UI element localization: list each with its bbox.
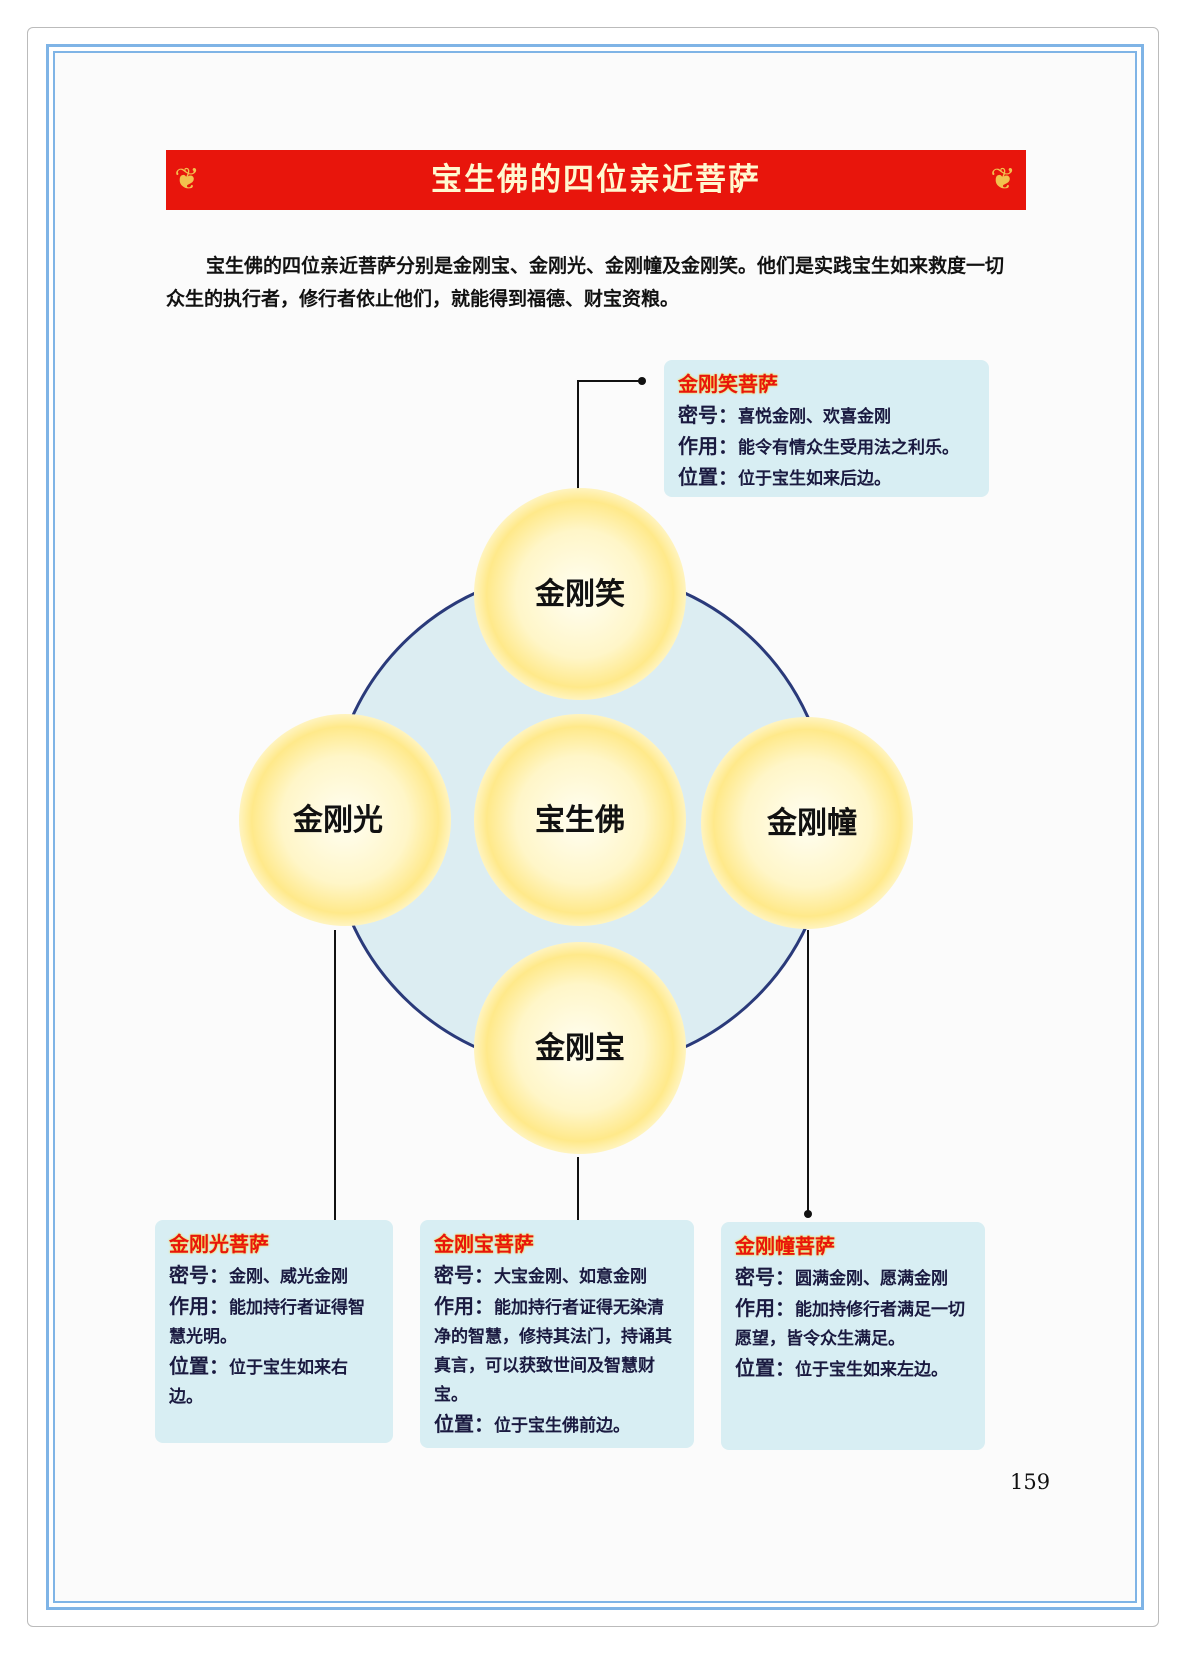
cloud-ornament-icon: ❦ [174,162,202,197]
info-box-xiao: 金刚笑菩萨 密号：喜悦金刚、欢喜金刚 作用：能令有情众生受用法之利乐。 位置：位… [664,360,989,497]
cloud-ornament-icon: ❦ [990,162,1018,197]
function: 能加持修行者满足一切愿望，皆令众生满足。 [735,1300,965,1349]
orb-label-left: 金刚光 [292,803,383,838]
position: 位于宝生佛前边。 [494,1416,630,1436]
label: 位置： [169,1354,229,1378]
label: 位置： [434,1412,494,1436]
function: 能加持行者证得智慧光明。 [169,1298,365,1347]
page-number: 159 [1010,1470,1051,1494]
position: 位于宝生如来左边。 [795,1360,948,1380]
label: 位置： [678,465,738,489]
title-banner: ❦ 宝生佛的四位亲近菩萨 ❦ [166,150,1026,210]
function: 能令有情众生受用法之利乐。 [738,438,959,458]
function: 能加持行者证得无染清净的智慧，修持其法门，持诵其真言，可以获致世间及智慧财宝。 [434,1298,672,1405]
label: 作用： [169,1294,229,1318]
mantra: 金刚、威光金刚 [229,1267,348,1287]
info-box-guang: 金刚光菩萨 密号：金刚、威光金刚 作用：能加持行者证得智慧光明。 位置：位于宝生… [155,1220,393,1443]
box-title: 金刚光菩萨 [169,1232,269,1256]
label: 作用： [678,434,738,458]
info-box-bao: 金刚宝菩萨 密号：大宝金刚、如意金刚 作用：能加持行者证得无染清净的智慧，修持其… [420,1220,694,1448]
page-outer-border [27,27,1159,1627]
position: 位于宝生如来右边。 [169,1358,348,1407]
label: 密号： [678,403,738,427]
orb-top: 金刚笑 [474,488,686,700]
box-title: 金刚笑菩萨 [678,372,778,396]
label: 作用： [434,1294,494,1318]
label: 密号： [169,1263,229,1287]
orb-label-right: 金刚幢 [766,806,857,841]
mantra: 大宝金刚、如意金刚 [494,1267,647,1287]
intro-paragraph: 宝生佛的四位亲近菩萨分别是金刚宝、金刚光、金刚幢及金刚笑。他们是实践宝生如来救度… [166,255,1005,310]
orb-bottom: 金刚宝 [474,942,686,1154]
info-box-chuang: 金刚幢菩萨 密号：圆满金刚、愿满金刚 作用：能加持修行者满足一切愿望，皆令众生满… [721,1222,985,1450]
label: 位置： [735,1356,795,1380]
position: 位于宝生如来后边。 [738,469,891,489]
label: 密号： [735,1265,795,1289]
orb-label-center: 宝生佛 [535,803,625,838]
orb-center: 宝生佛 [474,714,686,926]
orb-label-top: 金刚笑 [534,577,625,612]
orb-left: 金刚光 [239,714,451,926]
mantra: 圆满金刚、愿满金刚 [795,1269,948,1289]
label: 作用： [735,1296,795,1320]
mantra: 喜悦金刚、欢喜金刚 [738,407,891,427]
label: 密号： [434,1263,494,1287]
orb-right: 金刚幢 [701,717,913,929]
orb-label-bottom: 金刚宝 [534,1031,625,1066]
box-title: 金刚幢菩萨 [735,1234,835,1258]
page-title: 宝生佛的四位亲近菩萨 [431,162,761,198]
box-title: 金刚宝菩萨 [434,1232,534,1256]
